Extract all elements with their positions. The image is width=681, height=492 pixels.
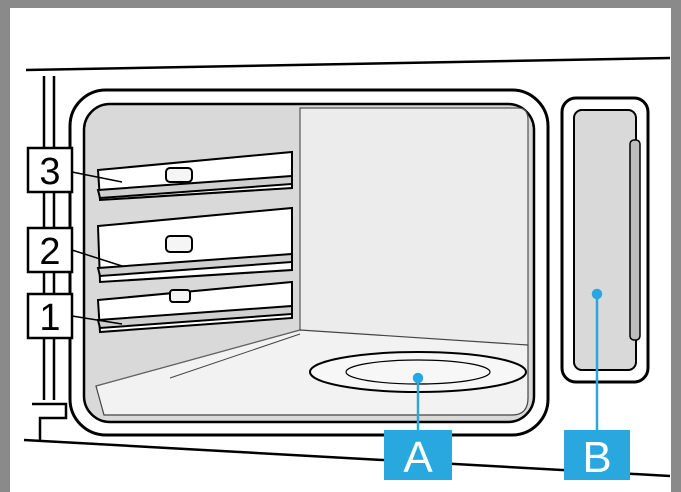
level-label-2: 2 (26, 226, 74, 274)
callout-a-text: A (403, 433, 433, 482)
shelf-rails (96, 150, 293, 334)
callout-b-text: B (582, 433, 611, 482)
pointer-lines (71, 171, 603, 432)
level-label-3-text: 3 (39, 151, 60, 193)
door-panel (560, 96, 650, 384)
callout-b: B (564, 430, 630, 482)
level-label-2-text: 2 (39, 231, 60, 273)
callout-a: A (384, 430, 452, 482)
level-label-3: 3 (26, 146, 74, 194)
level-label-1-text: 1 (39, 297, 60, 339)
level-label-1: 1 (26, 292, 74, 340)
